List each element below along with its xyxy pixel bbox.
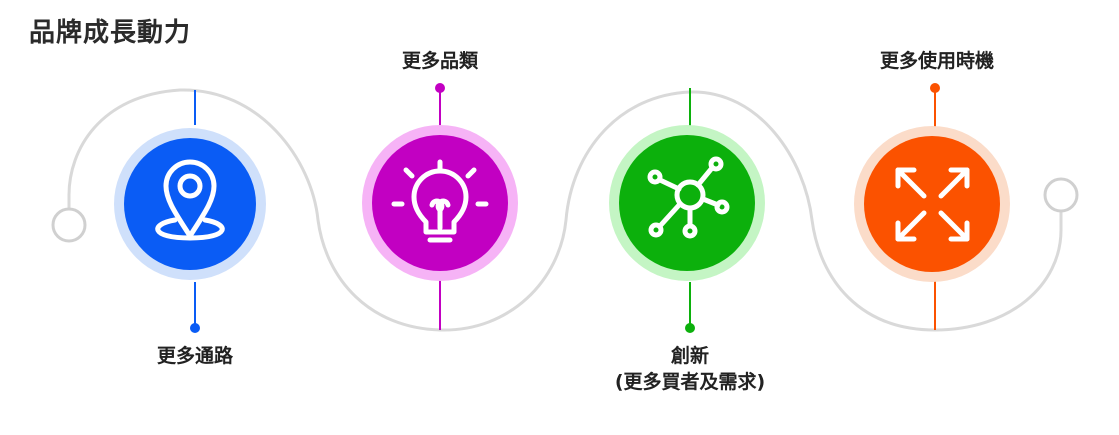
- step-2-categories: [362, 83, 518, 330]
- step-4-occasions: [854, 83, 1010, 330]
- lightbulb-icon: [391, 159, 489, 243]
- step-3-label: 創新 (更多買者及需求): [615, 343, 765, 395]
- step-1-channels: [114, 90, 266, 333]
- wave-end-node: [1043, 177, 1079, 213]
- wave-connector: [67, 88, 1063, 332]
- network-icon: [647, 156, 730, 239]
- step-3-innovation: [609, 88, 765, 333]
- page-title: 品牌成長動力: [29, 18, 192, 48]
- step-4-label: 更多使用時機: [879, 50, 995, 72]
- location-pin-icon: [155, 159, 225, 241]
- step-3-label-line2: (更多買者及需求): [614, 371, 766, 393]
- expand-arrows-icon: [895, 167, 970, 242]
- step-2-label: 更多品類: [401, 50, 479, 72]
- step-3-label-line1: 創新: [670, 345, 709, 367]
- step-1-label: 更多通路: [156, 345, 234, 367]
- wave-start-node: [51, 207, 87, 243]
